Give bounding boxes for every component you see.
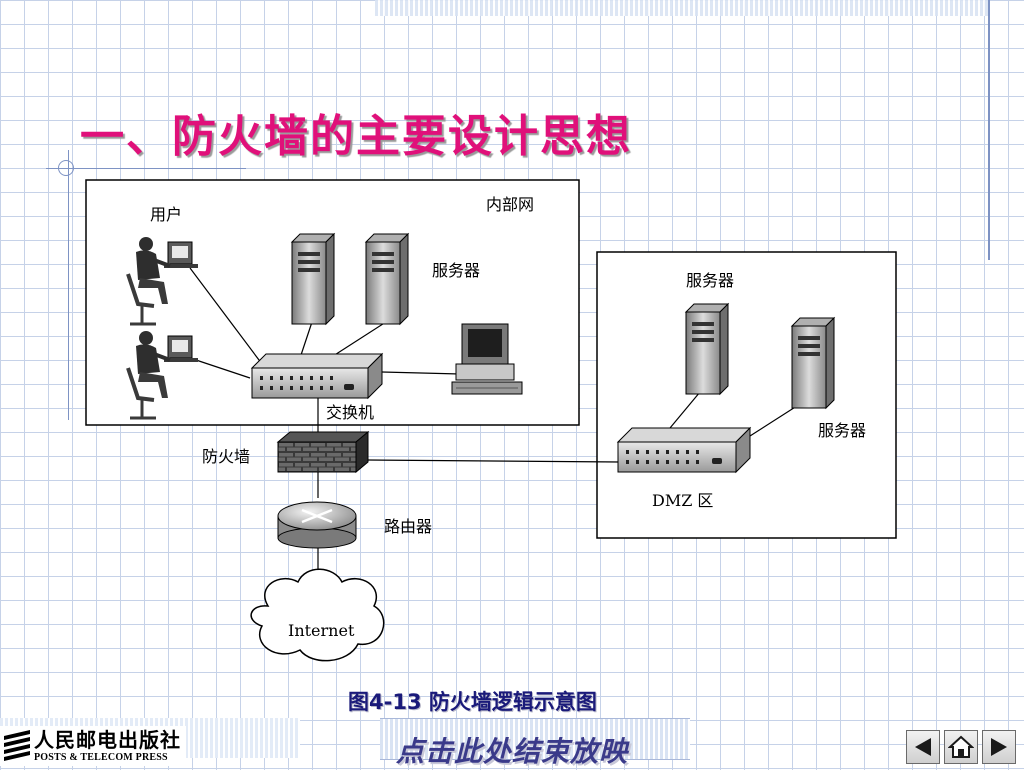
- publisher-name-en: POSTS & TELECOM PRESS: [34, 751, 168, 763]
- router: [277, 501, 357, 549]
- servers-label: 服务器: [432, 261, 480, 280]
- router-label: 路由器: [384, 517, 432, 536]
- dmz-switch: [616, 426, 752, 474]
- previous-slide-button[interactable]: [906, 730, 940, 764]
- title-decor-line: [46, 168, 246, 169]
- slide-title: 一、防火墙的主要设计思想: [80, 111, 632, 162]
- end-show-link[interactable]: 点击此处结束放映: [396, 735, 629, 768]
- link-firewall-dmzswitch: [367, 459, 621, 463]
- dmz-box: [596, 251, 897, 539]
- next-slide-button[interactable]: [982, 730, 1016, 764]
- left-decor-line: [68, 150, 69, 420]
- triangle-right-icon: [991, 738, 1007, 756]
- firewall-label: 防火墙: [202, 447, 250, 466]
- firewall: [276, 430, 370, 474]
- internal-switch: [250, 352, 384, 400]
- figure-caption: 图4-13 防火墙逻辑示意图: [348, 690, 597, 714]
- link-user2-switch: [195, 359, 251, 379]
- dmz-server-2: [790, 316, 836, 410]
- dmz-label: DMZ 区: [652, 491, 713, 510]
- internet-label: Internet: [288, 621, 355, 640]
- user-workstation-2: [126, 331, 198, 420]
- users-label: 用户: [150, 205, 182, 224]
- link-server1-switch: [299, 321, 313, 359]
- link-user1-switch: [189, 267, 263, 365]
- internet-cloud: [250, 568, 385, 662]
- house-icon: [948, 735, 974, 758]
- link-pc-switch: [381, 371, 461, 375]
- triangle-left-icon: [915, 738, 931, 756]
- link-dmzserver1-dmzswitch: [669, 391, 701, 429]
- publisher-name-cn: 人民邮电出版社: [34, 727, 181, 752]
- internal-server-1: [290, 232, 336, 326]
- link-dmzserver2-dmzswitch: [749, 403, 801, 437]
- dmz-servers-label: 服务器: [686, 271, 734, 290]
- firewall-logic-diagram: 内部网 用户 服务器 交换机 防火墙 路由器 Internet 服务器 服务器 …: [85, 179, 897, 662]
- slide-navigation: [906, 730, 1016, 764]
- dmz-server2-label: 服务器: [818, 421, 866, 440]
- bottom-decor-band: [380, 718, 690, 760]
- top-decor-band: [375, 0, 990, 16]
- publisher-logo: 人民邮电出版社 POSTS & TELECOM PRESS: [0, 726, 186, 766]
- switch-label: 交换机: [326, 403, 374, 422]
- right-decor-rule: [988, 0, 990, 260]
- desktop-pc: [451, 323, 523, 395]
- title-decor-ring: [58, 160, 74, 176]
- internal-server-2: [364, 232, 410, 326]
- publisher-emblem-icon: [4, 730, 30, 761]
- link-server2-switch: [329, 321, 387, 359]
- internal-network-label: 内部网: [486, 195, 534, 214]
- dmz-server-1: [684, 302, 730, 396]
- user-workstation-1: [126, 237, 198, 326]
- home-button[interactable]: [944, 730, 978, 764]
